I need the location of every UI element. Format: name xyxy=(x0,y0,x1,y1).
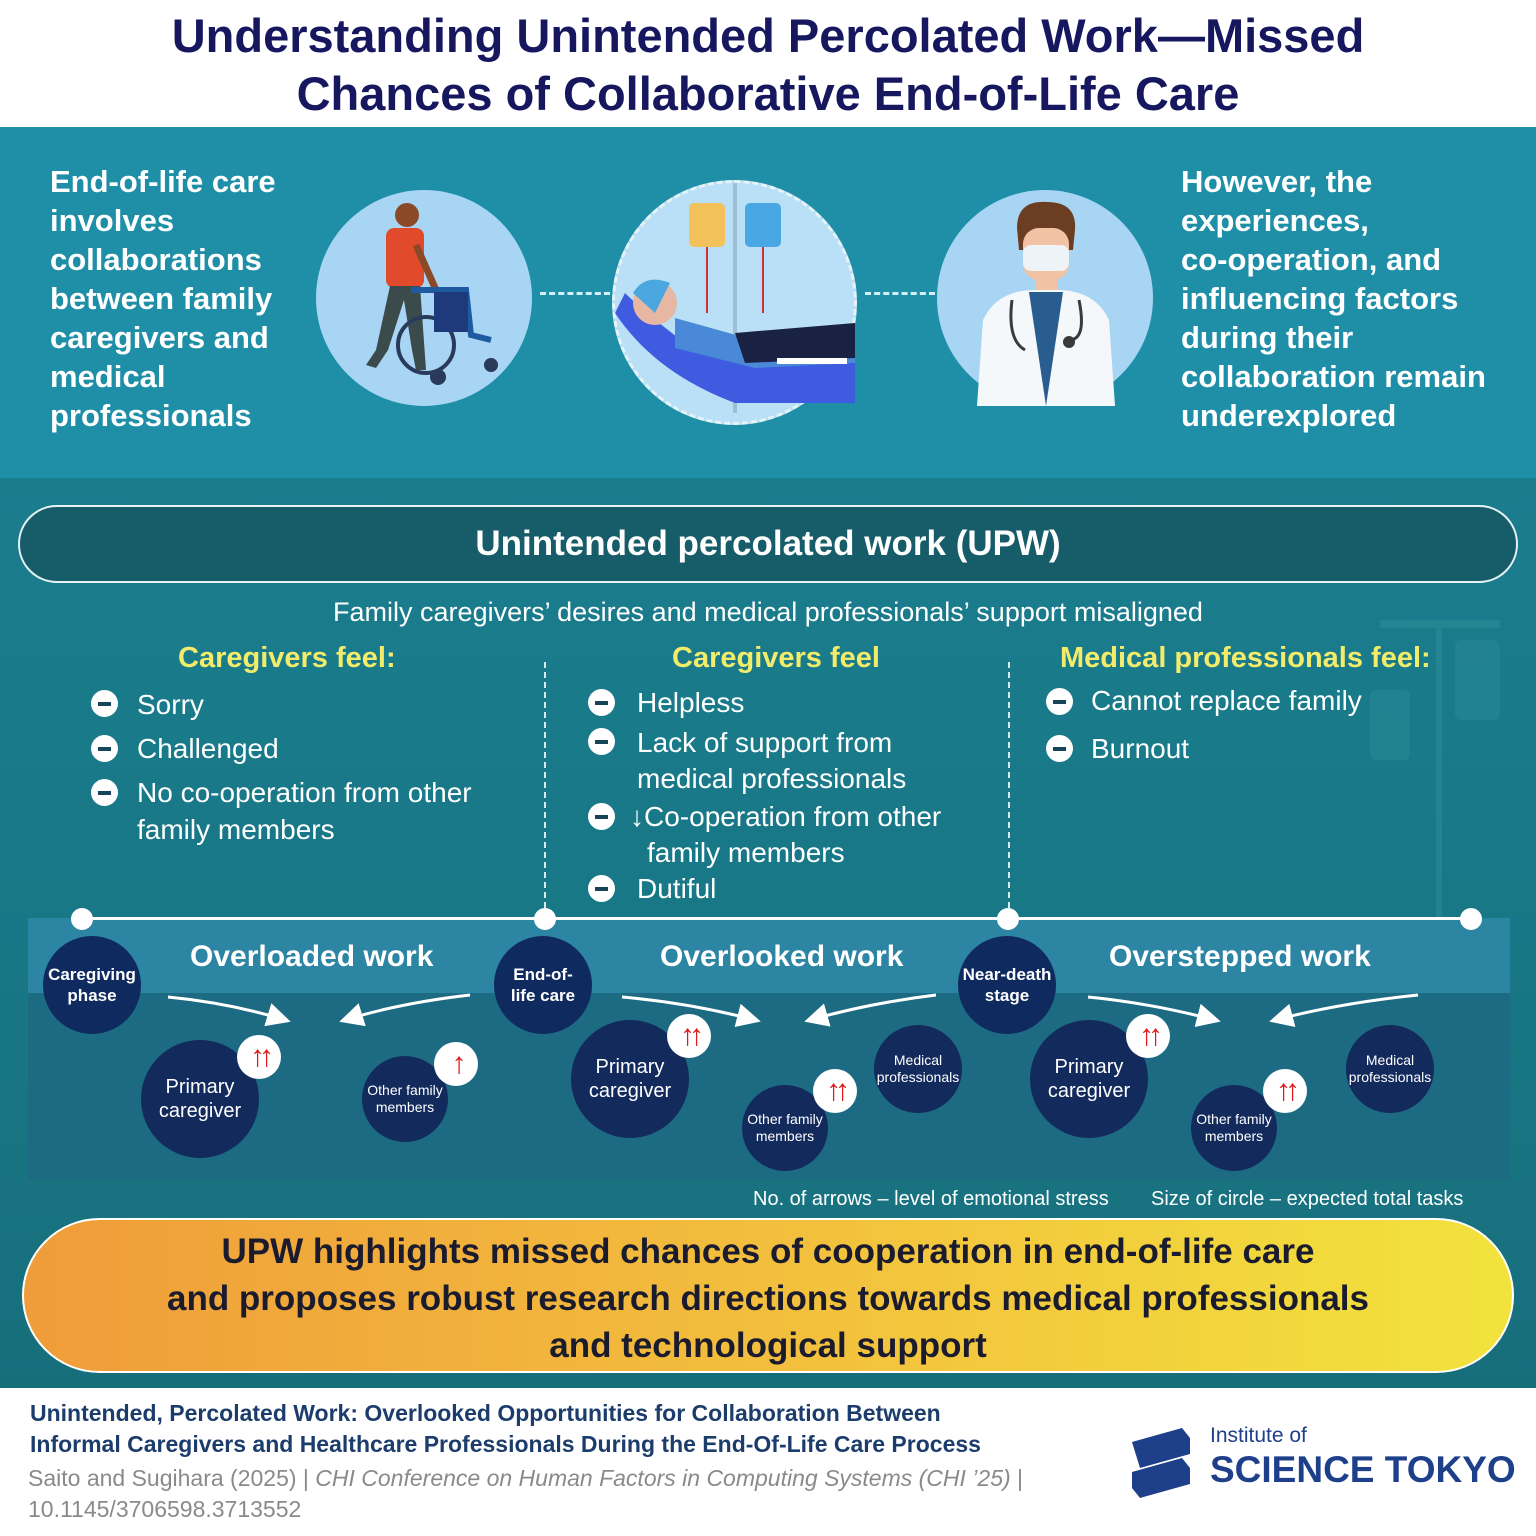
stress-arrows-icon: ↑↑ xyxy=(237,1035,281,1079)
timeline-dot xyxy=(71,908,93,930)
minus-icon xyxy=(1046,735,1073,762)
timeline-line xyxy=(82,917,1472,920)
title-line-2: Chances of Collaborative End-of-Life Car… xyxy=(296,67,1240,120)
column-2-heading: Caregivers feel xyxy=(672,642,880,674)
overlooked-work-label: Overlooked work xyxy=(660,940,904,973)
column-1-item: Challenged xyxy=(137,733,279,764)
column-2-item: Dutiful xyxy=(637,873,717,904)
legend-arrows: No. of arrows – level of emotional stres… xyxy=(753,1188,1109,1210)
connector-dash-right xyxy=(865,292,935,295)
timeline-dot xyxy=(534,908,556,930)
overloaded-work-label: Overloaded work xyxy=(190,940,434,973)
title-line-1: Understanding Unintended Percolated Work… xyxy=(171,9,1365,62)
column-divider-2 xyxy=(1008,662,1010,908)
column-2-item: ↓Co-operation from other xyxy=(630,801,942,832)
caregiver-wheelchair-illustration xyxy=(316,190,532,406)
upw-subtitle: Family caregivers’ desires and medical p… xyxy=(333,597,1203,627)
column-1-heading: Caregivers feel: xyxy=(178,642,396,674)
minus-icon xyxy=(588,689,615,716)
logo-line-2: SCIENCE TOKYO xyxy=(1210,1449,1516,1490)
page-title: Understanding Unintended Percolated Work… xyxy=(0,0,1536,127)
column-3-item: Cannot replace family xyxy=(1091,685,1362,716)
minus-icon xyxy=(588,803,615,830)
column-2-item-continued: family members xyxy=(647,837,845,868)
minus-icon xyxy=(91,779,118,806)
connector-dash-left xyxy=(540,292,610,295)
logo-line-1: Institute of xyxy=(1210,1424,1307,1447)
timeline-band-top xyxy=(28,918,1510,993)
paper-citation: Saito and Sugihara (2025) | CHI Conferen… xyxy=(28,1465,1024,1491)
legend-size: Size of circle – expected total tasks xyxy=(1151,1188,1464,1210)
stress-arrows-icon: ↑↑ xyxy=(813,1069,857,1113)
stress-arrows-icon: ↑↑ xyxy=(667,1014,711,1058)
end-of-life-care-badge: End-of-life care xyxy=(494,936,592,1034)
conclusion-banner: UPW highlights missed chances of coopera… xyxy=(22,1218,1514,1373)
minus-icon xyxy=(91,690,118,717)
minus-icon xyxy=(91,735,118,762)
stress-arrows-icon: ↑↑ xyxy=(1126,1014,1170,1058)
paper-title: Unintended, Percolated Work: Overlooked … xyxy=(30,1400,981,1457)
timeline-dot xyxy=(997,908,1019,930)
column-1-item-continued: family members xyxy=(137,814,335,845)
column-2-item-continued: medical professionals xyxy=(637,763,907,794)
minus-icon xyxy=(588,875,615,902)
paper-doi: 10.1145/3706598.3713552 xyxy=(28,1496,302,1522)
overstepped-work-label: Overstepped work xyxy=(1109,940,1371,973)
doctor-illustration xyxy=(937,190,1153,406)
timeline-dot xyxy=(1460,908,1482,930)
science-tokyo-logo-icon xyxy=(1132,1428,1190,1498)
stress-arrows-icon: ↑↑ xyxy=(1263,1069,1307,1113)
column-3-item: Burnout xyxy=(1091,733,1190,764)
stress-arrow-icon: ↑ xyxy=(434,1042,478,1086)
iv-stand-decoration xyxy=(1370,620,1500,928)
column-divider-1 xyxy=(544,662,546,908)
funnel-arrows xyxy=(167,993,1419,1028)
column-2-item: Lack of support from xyxy=(637,727,893,758)
patient-bed-illustration xyxy=(612,180,857,425)
minus-icon xyxy=(1046,688,1073,715)
column-1-item: No co-operation from other xyxy=(137,777,472,808)
upw-title-banner: Unintended percolated work (UPW) xyxy=(18,505,1518,583)
column-2-item: Helpless xyxy=(637,687,745,718)
minus-icon xyxy=(588,728,615,755)
column-3-heading: Medical professionals feel: xyxy=(1060,642,1431,674)
column-1-item: Sorry xyxy=(137,689,204,720)
